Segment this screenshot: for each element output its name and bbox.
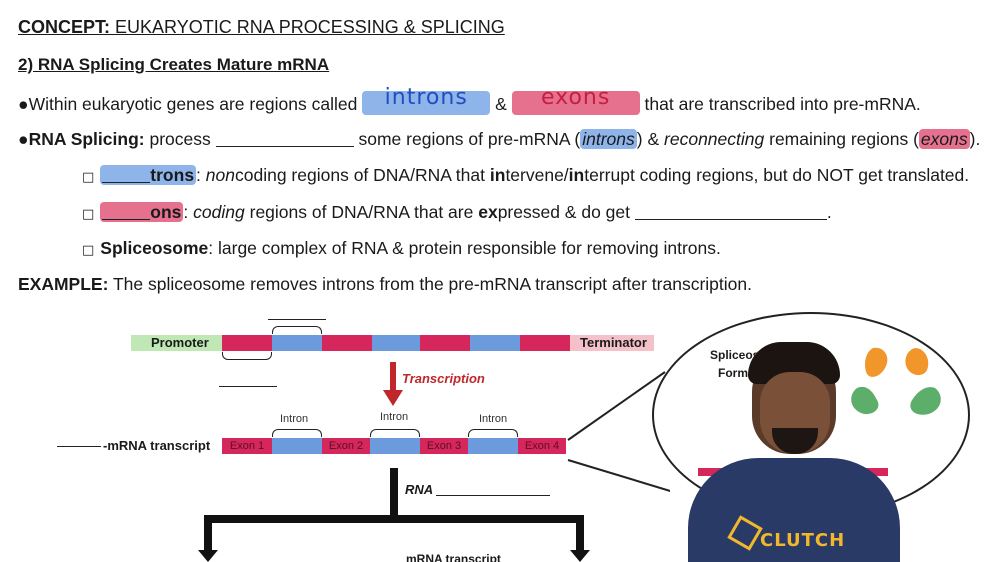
transcription-arrow-head xyxy=(383,390,403,406)
transcript-label: -mRNA transcript xyxy=(103,438,211,453)
transcript-exon: Exon 4 xyxy=(518,438,566,454)
gene-exon xyxy=(322,335,372,351)
transcript-intron xyxy=(272,438,322,454)
blank-line xyxy=(219,386,277,387)
callout-lines xyxy=(567,371,670,492)
subbullet-exons: □ons: coding regions of DNA/RNA that are… xyxy=(82,202,832,222)
transcript-intron xyxy=(370,438,420,454)
bullet-rna-splicing: ●RNA Splicing: process some regions of p… xyxy=(18,129,981,149)
shirt-logo: CLUTCH xyxy=(760,530,846,551)
transcript-exon: Exon 1 xyxy=(222,438,272,454)
gene-exon xyxy=(420,335,470,351)
blank-line xyxy=(268,319,326,320)
splice-arrow-stem xyxy=(390,468,398,518)
blank-line xyxy=(436,495,550,496)
transcript-exon: Exon 2 xyxy=(322,438,370,454)
arrow-head-right xyxy=(570,550,590,562)
splice-arrow-branch xyxy=(204,515,584,523)
blank-line xyxy=(57,446,101,447)
intron-bracket xyxy=(272,429,322,437)
fill-in-introns: introns xyxy=(362,87,491,115)
gene-intron xyxy=(272,335,322,351)
gene-exon xyxy=(520,335,570,351)
splice-arrow-right xyxy=(576,515,584,555)
gene-intron xyxy=(372,335,420,351)
bullet-regions: ●Within eukaryotic genes are regions cal… xyxy=(18,85,921,115)
terminator-box: Terminator xyxy=(570,335,654,351)
transcription-label: Transcription xyxy=(402,371,485,386)
blank-line xyxy=(215,146,354,147)
section-heading: 2) RNA Splicing Creates Mature mRNA xyxy=(18,55,330,74)
transcription-arrow-shaft xyxy=(390,362,396,392)
arrow-head-left xyxy=(198,550,218,562)
spliceosome-subunits-icon xyxy=(851,347,941,415)
intron-label: Intron xyxy=(479,413,508,425)
concept-title: CONCEPT: EUKARYOTIC RNA PROCESSING & SPL… xyxy=(18,17,505,37)
mrna-label: mRNA transcript xyxy=(406,552,501,562)
rna-label: RNA xyxy=(405,482,434,497)
gene-exon xyxy=(222,335,272,351)
gene-intron xyxy=(470,335,520,351)
blank-line xyxy=(634,219,827,220)
fill-in-exons: exons xyxy=(511,87,640,115)
transcript-exon: Exon 3 xyxy=(420,438,468,454)
bracket xyxy=(222,352,272,360)
intron-bracket xyxy=(370,429,420,437)
intron-bracket xyxy=(468,429,518,437)
subbullet-spliceosome: □Spliceosome: large complex of RNA & pro… xyxy=(82,238,721,258)
intron-label: Intron xyxy=(380,411,409,423)
bracket xyxy=(272,326,322,334)
splice-arrow-left xyxy=(204,515,212,555)
transcript-intron xyxy=(468,438,518,454)
presenter-torso xyxy=(688,458,900,562)
subbullet-introns: □trons: noncoding regions of DNA/RNA tha… xyxy=(82,165,970,185)
example-line: EXAMPLE: The spliceosome removes introns… xyxy=(18,274,752,294)
intron-label: Intron xyxy=(280,413,309,425)
